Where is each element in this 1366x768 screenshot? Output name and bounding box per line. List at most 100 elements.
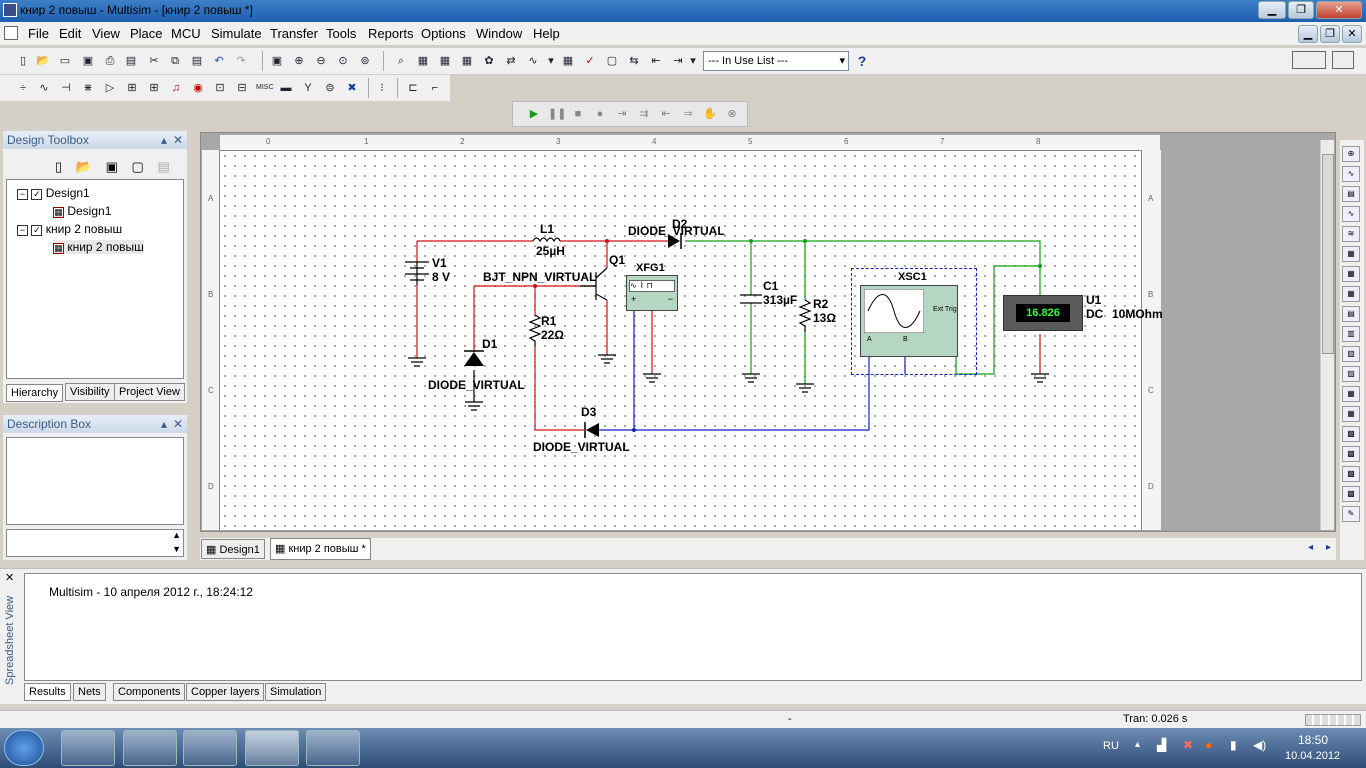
place-hierarchical-icon[interactable]: ⁝	[380, 82, 384, 94]
device-icon[interactable]: ▮	[1230, 738, 1237, 752]
agilent-generator-icon[interactable]: ▩	[1342, 426, 1360, 442]
chevron-down-icon[interactable]: ▾	[548, 55, 554, 67]
function-generator-xfg1[interactable]: ∿⌇⊓ + −	[626, 275, 678, 311]
scroll-up-icon[interactable]: ▲	[172, 530, 181, 540]
place-indicator-icon[interactable]: ◉	[193, 82, 203, 94]
place-mcu-icon[interactable]: ✖	[347, 82, 357, 94]
open-file-icon[interactable]: 📂	[75, 159, 92, 174]
word-taskbar-icon[interactable]	[183, 730, 237, 766]
breakpoint-icon[interactable]: ●	[596, 108, 604, 120]
erc-icon[interactable]: ✓	[585, 55, 595, 67]
save-file-icon[interactable]: ▣	[105, 159, 118, 174]
menu-simulate[interactable]: Simulate	[211, 26, 262, 41]
postprocessor-icon[interactable]: ⇄	[506, 55, 516, 67]
print-preview-icon[interactable]: ▤	[125, 55, 137, 67]
tree-node-knir-sheet[interactable]: ▦ книр 2 повыш	[53, 240, 144, 254]
four-channel-oscilloscope-icon[interactable]: ≋	[1342, 226, 1360, 242]
multimeter-u1[interactable]: 16.826	[1003, 295, 1083, 331]
volume-icon[interactable]: ◀)	[1253, 738, 1267, 752]
multisim-taskbar-icon[interactable]	[245, 730, 299, 766]
tab-knir[interactable]: ▦ книр 2 повыш *	[270, 538, 371, 560]
expand-toggle-icon[interactable]: −	[17, 225, 28, 236]
component-wizard-icon[interactable]: ✿	[484, 55, 494, 67]
doc-restore-button[interactable]: ❐	[1320, 25, 1340, 43]
copy-icon[interactable]: ⧉	[171, 55, 179, 67]
delete-file-icon[interactable]: ▤	[157, 159, 170, 174]
menu-tools[interactable]: Tools	[326, 26, 357, 41]
in-use-list-select[interactable]: --- In Use List --- ▾	[703, 51, 849, 71]
zoom-fit-icon[interactable]: ⊚	[360, 55, 370, 67]
close-icon[interactable]: ✕	[172, 133, 183, 147]
place-cmos-icon[interactable]: ⊞	[149, 82, 159, 94]
hand-icon[interactable]: ✋	[703, 108, 717, 120]
print-icon[interactable]: ⎙	[105, 55, 115, 67]
calendar-icon[interactable]: ▦	[562, 55, 574, 67]
close-button[interactable]: ✕	[1316, 1, 1362, 19]
zoom-in-icon[interactable]: ⊕	[294, 55, 304, 67]
search-icon[interactable]: ⌕	[397, 55, 405, 67]
menu-mcu[interactable]: MCU	[171, 26, 201, 41]
logic-analyzer-icon[interactable]: ▤	[1342, 306, 1360, 322]
help-icon[interactable]: ?	[857, 53, 867, 69]
run-simulation-icon[interactable]: ▶	[529, 108, 539, 120]
expand-toggle-icon[interactable]: −	[17, 189, 28, 200]
place-bus-icon[interactable]: ⊏	[408, 82, 418, 94]
tree-node-design1[interactable]: − ✓ Design1	[17, 186, 90, 200]
place-advanced-peripherals-icon[interactable]: ▬	[280, 82, 292, 94]
place-mixed-icon[interactable]: ♫	[171, 82, 181, 94]
place-diode-icon[interactable]: ⊣	[61, 82, 71, 94]
clock-date[interactable]: 10.04.2012	[1285, 750, 1341, 762]
place-electromechanical-icon[interactable]: ⊜	[325, 82, 335, 94]
tab-results[interactable]: Results	[24, 683, 71, 701]
menu-options[interactable]: Options	[421, 26, 466, 41]
clock-time[interactable]: 18:50	[1298, 733, 1329, 747]
tab-nets[interactable]: Nets	[73, 683, 106, 701]
menu-help[interactable]: Help	[533, 26, 560, 41]
tab-scroll-left-icon[interactable]: ◂	[1308, 542, 1314, 553]
paste-icon[interactable]: ▤	[191, 55, 203, 67]
measurement-probe-icon[interactable]: ✎	[1342, 506, 1360, 522]
select-icon[interactable]: ▢	[606, 55, 618, 67]
place-analog-icon[interactable]: ▷	[105, 82, 115, 94]
alert-icon[interactable]: ●	[1205, 738, 1213, 752]
place-ttl-icon[interactable]: ⊞	[127, 82, 137, 94]
tab-copper-layers[interactable]: Copper layers	[186, 683, 265, 701]
tab-visibility[interactable]: Visibility	[65, 383, 115, 401]
pin-icon[interactable]: ▴	[160, 417, 167, 431]
scrollbar-thumb[interactable]	[1322, 154, 1334, 354]
place-wire-icon[interactable]: ⌐	[431, 82, 439, 94]
iv-analyzer-icon[interactable]: ▧	[1342, 346, 1360, 362]
show-hidden-icons-icon[interactable]: ▴	[1135, 739, 1141, 750]
doc-minimize-button[interactable]: ▁	[1298, 25, 1318, 43]
forward-annotate-icon[interactable]: ⇥	[673, 55, 683, 67]
zoom-out-icon[interactable]: ⊖	[316, 55, 326, 67]
checkbox-icon[interactable]: ✓	[31, 189, 43, 200]
tree-node-design1-sheet[interactable]: ▦ Design1	[53, 204, 111, 218]
transfer-icon[interactable]: ⇆	[629, 55, 639, 67]
tab-scroll-right-icon[interactable]: ▸	[1326, 542, 1332, 553]
start-button-icon[interactable]	[4, 730, 44, 766]
new-sheet-icon[interactable]: ▢	[131, 159, 144, 174]
distortion-analyzer-icon[interactable]: ▨	[1342, 366, 1360, 382]
panel-toggle-icon[interactable]	[1292, 51, 1326, 69]
place-misc-icon[interactable]: MISC	[256, 84, 274, 91]
close-icon[interactable]: ✕	[5, 572, 15, 584]
tree-node-knir[interactable]: − ✓ книр 2 повыш	[17, 222, 122, 236]
spreadsheet-icon[interactable]: ▦	[417, 55, 429, 67]
undo-icon[interactable]: ↶	[214, 55, 224, 67]
place-power-icon[interactable]: ⊡	[215, 82, 225, 94]
pin-icon[interactable]: ▴	[160, 133, 167, 147]
menu-edit[interactable]: Edit	[59, 26, 82, 41]
place-source-icon[interactable]: ÷	[19, 82, 27, 94]
menu-file[interactable]: File	[28, 26, 49, 41]
network-warning-icon[interactable]: ✖	[1183, 738, 1194, 752]
new-icon[interactable]: ▯	[19, 55, 27, 67]
run-to-cursor-icon[interactable]: ⇒	[683, 108, 693, 120]
step-over-icon[interactable]: ⇉	[639, 108, 649, 120]
grapher-icon[interactable]: ∿	[528, 55, 538, 67]
multimeter-instrument-icon[interactable]: ⊕	[1342, 146, 1360, 162]
chrome-taskbar-icon[interactable]	[123, 730, 177, 766]
tab-simulation[interactable]: Simulation	[265, 683, 327, 701]
agilent-oscilloscope-icon[interactable]: ▩	[1342, 466, 1360, 482]
checkbox-icon[interactable]: ✓	[31, 225, 43, 236]
